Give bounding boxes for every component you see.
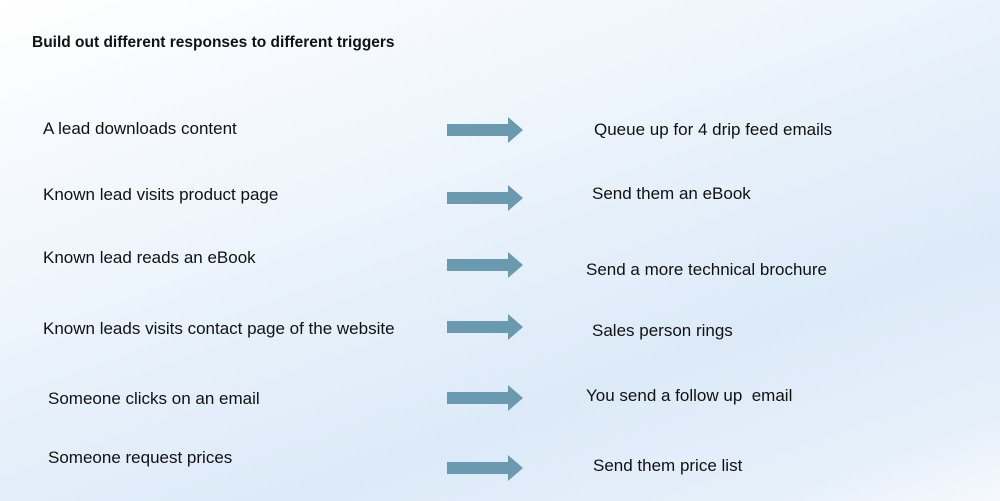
right-arrow-icon xyxy=(447,252,523,278)
response-text: Send them an eBook xyxy=(592,184,751,203)
trigger-text: Someone clicks on an email xyxy=(48,389,260,408)
trigger-text: Known leads visits contact page of the w… xyxy=(43,319,395,338)
right-arrow-icon xyxy=(447,455,523,481)
right-arrow-icon xyxy=(447,185,523,211)
slide-title: Build out different responses to differe… xyxy=(32,34,395,51)
trigger-text: A lead downloads content xyxy=(43,119,237,138)
response-text: Queue up for 4 drip feed emails xyxy=(594,120,833,139)
response-text: Send a more technical brochure xyxy=(586,260,827,279)
trigger-text: Known lead reads an eBook xyxy=(43,248,256,267)
response-text: Sales person rings xyxy=(592,321,733,340)
right-arrow-icon xyxy=(447,117,523,143)
response-text: Send them price list xyxy=(593,456,743,475)
trigger-text: Known lead visits product page xyxy=(43,185,279,204)
trigger-text: Someone request prices xyxy=(48,448,233,467)
response-text: You send a follow up email xyxy=(586,386,793,405)
right-arrow-icon xyxy=(447,385,523,411)
right-arrow-icon xyxy=(447,314,523,340)
